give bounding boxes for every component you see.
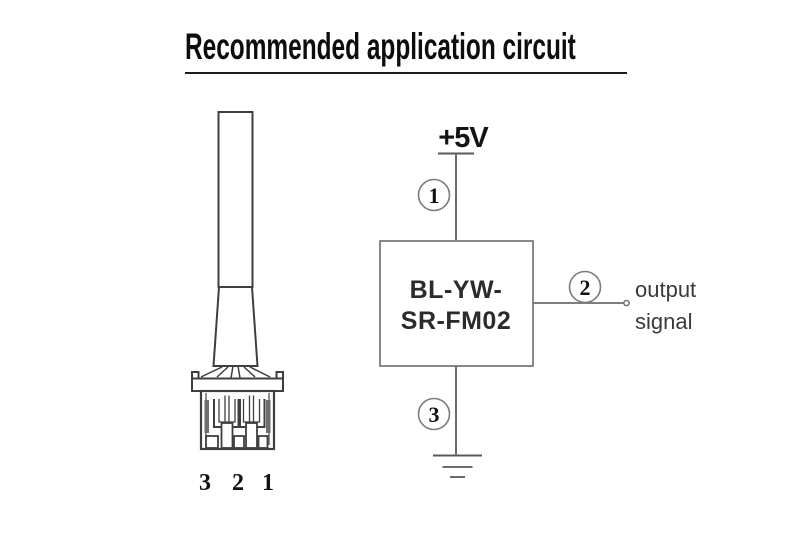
pin-badge-3-circle	[417, 397, 451, 431]
housing-bottom-tabs	[205, 435, 269, 449]
ground-symbol	[433, 454, 482, 478]
probe-body	[217, 111, 254, 288]
pin-badge-1-circle	[417, 178, 451, 212]
connector-pin-label-2: 2	[232, 470, 244, 496]
pin-base-left	[220, 422, 234, 449]
sensor-connector-drawing	[191, 111, 284, 451]
page-title: Recommended application circuit	[185, 26, 576, 67]
pin-slot-left	[213, 395, 241, 449]
output-signal-label: output signal	[635, 277, 696, 334]
flange-bar	[191, 377, 284, 392]
module-name-line2: SR-FM02	[401, 307, 511, 335]
supply-voltage-label: +5V	[438, 122, 489, 154]
pin-badge-2: 2	[568, 270, 602, 304]
circuit-diagram: +5V 1 BL-YW- SR-FM02 2	[379, 122, 696, 478]
module-box	[379, 240, 534, 367]
output-label-line1: output	[635, 277, 696, 302]
connector-pin-labels: 3 2 1	[199, 470, 274, 496]
housing-side-grooves	[204, 400, 271, 433]
connector-pin-label-1: 1	[262, 470, 274, 496]
pin-badge-2-number: 2	[580, 275, 591, 300]
module-name-line1: BL-YW-	[410, 276, 503, 304]
pin-badge-1: 1	[417, 178, 451, 212]
output-terminal-dot	[623, 299, 630, 307]
crimp-fan	[200, 365, 271, 379]
title-underline	[185, 72, 627, 74]
pin-base-right	[245, 422, 258, 449]
pin-slot-right	[237, 395, 266, 449]
connector-pin-label-3: 3	[199, 470, 211, 496]
output-label-line2: signal	[635, 309, 692, 334]
pin-badge-1-number: 1	[429, 183, 440, 208]
pin-badge-2-circle	[568, 270, 602, 304]
strain-relief-taper	[212, 286, 259, 367]
pin-badge-3: 3	[417, 397, 451, 431]
pin-badge-3-number: 3	[429, 402, 440, 427]
